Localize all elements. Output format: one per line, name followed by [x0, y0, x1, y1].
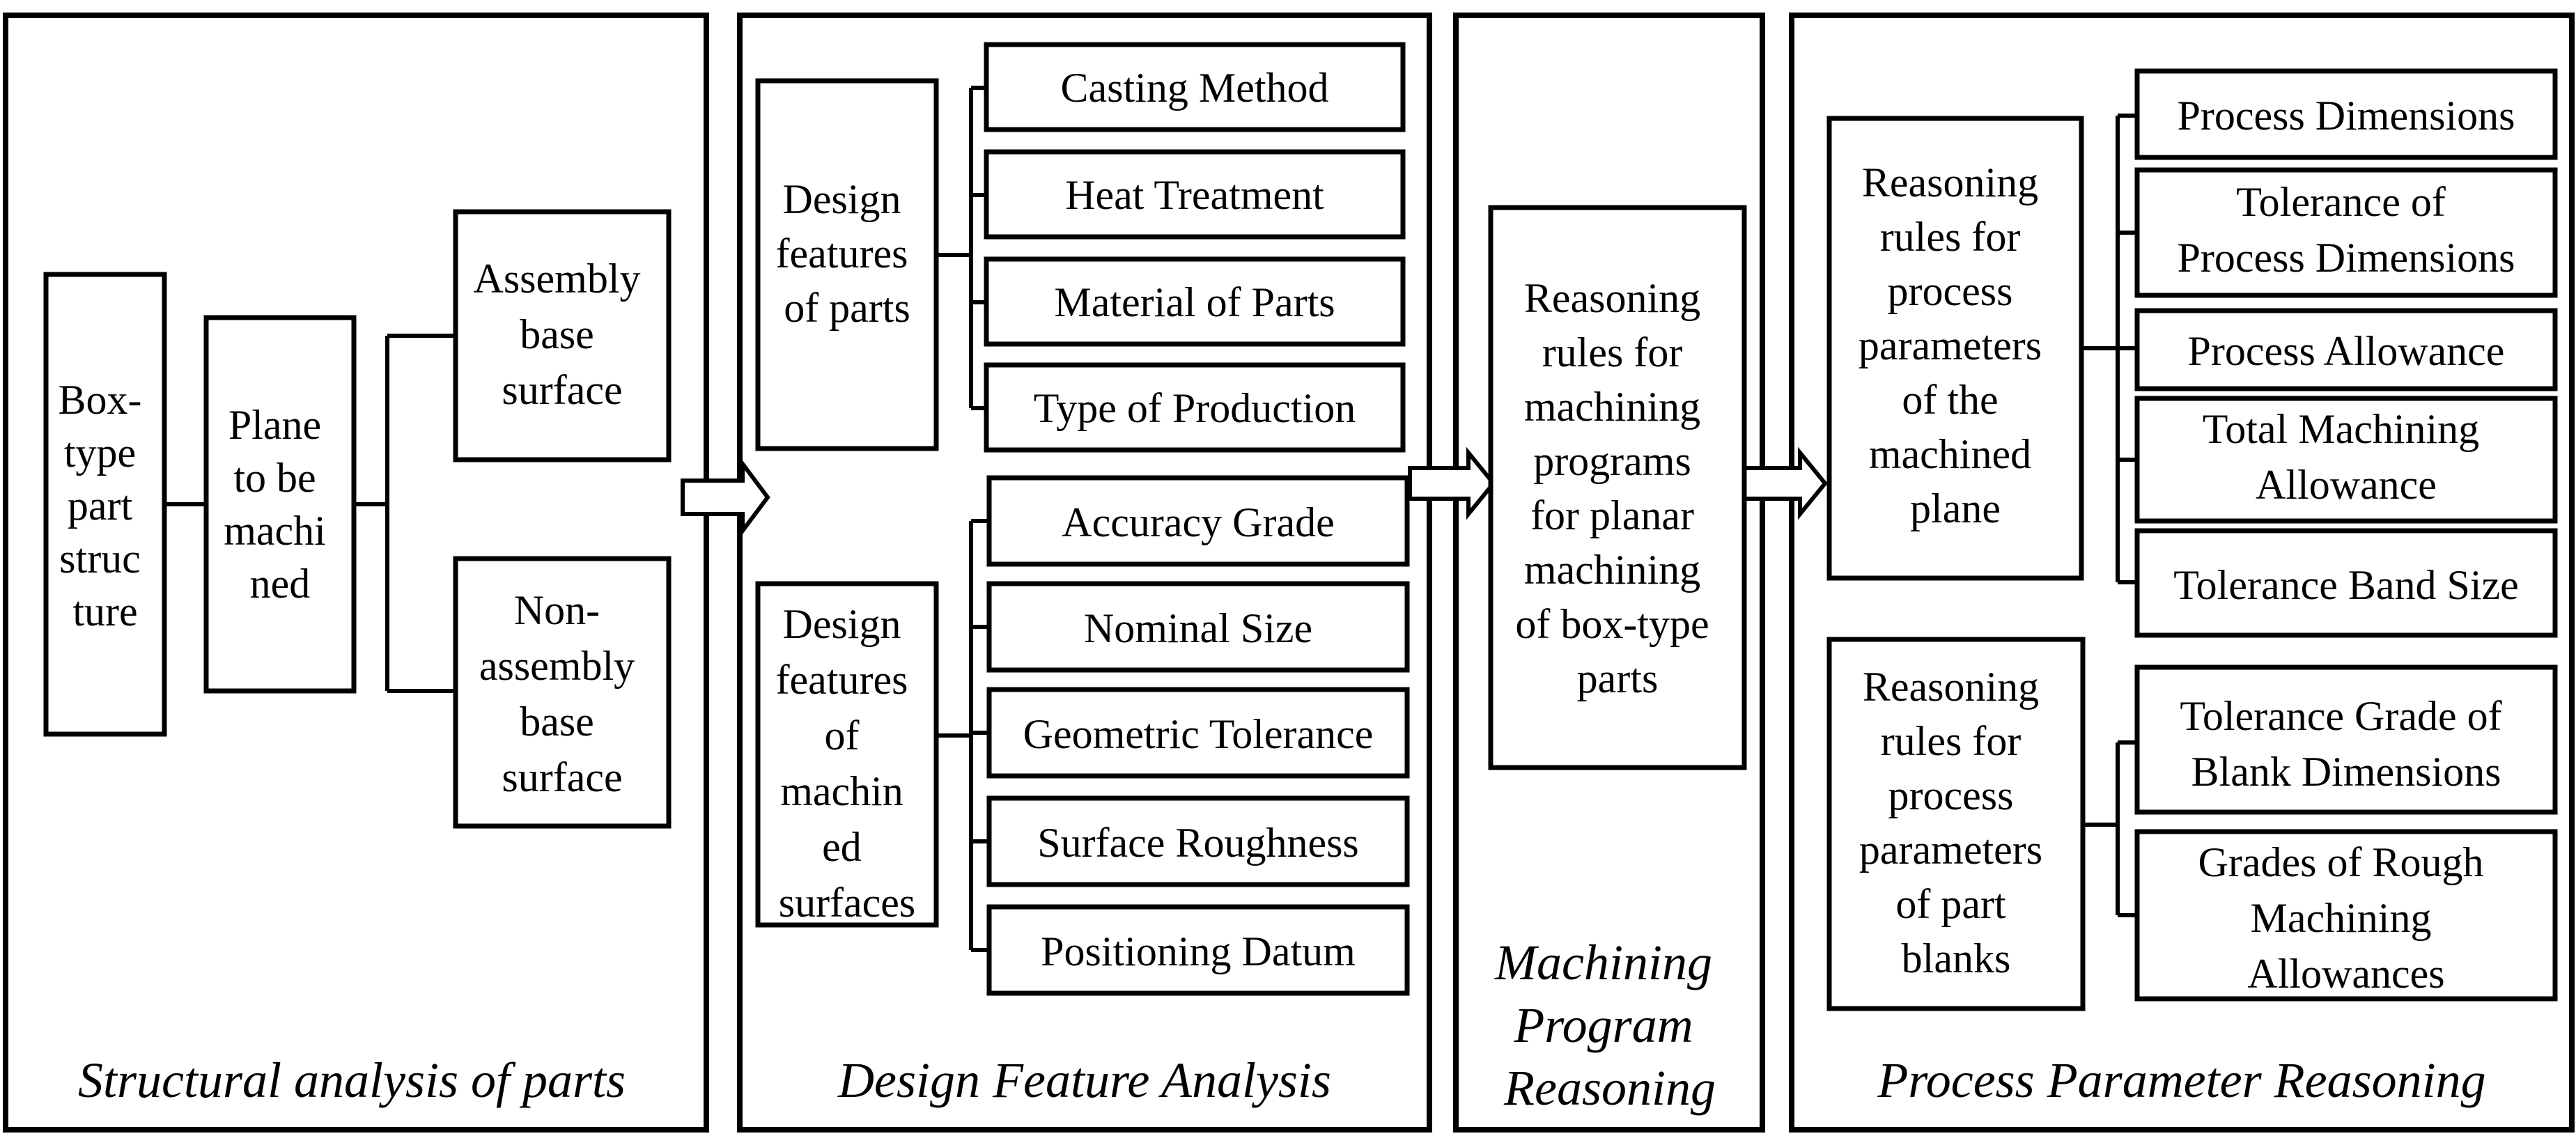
- non-assembly-base-surface-label: Non- assembly base surface: [479, 587, 645, 800]
- casting-method-label: Casting Method: [1061, 65, 1329, 111]
- total-machining-allowance-label: Total Machining Allowance: [2203, 406, 2490, 508]
- positioning-datum-box: [986, 904, 1410, 996]
- tolerance-band-size-label: Tolerance Band Size: [2173, 562, 2519, 608]
- surface-features-connector: [936, 519, 989, 952]
- total-machining-allowance-box: [2134, 396, 2558, 524]
- structure-connector: [164, 334, 456, 693]
- process-allowance-box: [2134, 308, 2558, 391]
- material-of-parts-label: Material of Parts: [1054, 279, 1335, 325]
- process-allowance-label: Process Allowance: [2188, 328, 2505, 374]
- design-features-of-machined-surfaces-label: Design features of machin ed surfaces: [776, 601, 919, 926]
- design-features-of-parts-box: [755, 78, 939, 451]
- machining-program-reasoning-caption: Machining Program Reasoning: [1494, 935, 1725, 1116]
- tolerance-grade-blank-dimensions-label: Tolerance Grade of Blank Dimensions: [2180, 693, 2512, 795]
- positioning-datum-label: Positioning Datum: [1041, 928, 1356, 974]
- nominal-size-box: [986, 581, 1410, 673]
- heat-treatment-label: Heat Treatment: [1065, 172, 1324, 218]
- plane-to-be-machined-label: Plane to be machi ned: [224, 402, 336, 607]
- tolerance-grade-blank-dimensions-box: [2134, 664, 2558, 815]
- plane-process-rules-label: Reasoning rules for process parameters o…: [1859, 159, 2052, 531]
- heat-treatment-box: [984, 149, 1406, 240]
- plane-parameters-connector: [2081, 114, 2137, 584]
- tolerance-band-size-box: [2134, 528, 2558, 638]
- casting-method-box: [984, 42, 1406, 132]
- design-features-of-parts-label: Design features of parts: [776, 176, 919, 331]
- parts-features-connector: [936, 86, 986, 410]
- non-assembly-base-surface-box: [453, 556, 672, 829]
- nominal-size-label: Nominal Size: [1084, 605, 1312, 651]
- tolerance-of-process-dimensions-label: Tolerance of Process Dimensions: [2178, 179, 2515, 281]
- surface-roughness-label: Surface Roughness: [1037, 820, 1359, 866]
- process-dimensions-box: [2134, 68, 2558, 160]
- accuracy-grade-box: [986, 475, 1410, 567]
- geometric-tolerance-box: [986, 687, 1410, 779]
- structural-analysis-caption: Structural analysis of parts: [78, 1052, 626, 1108]
- geometric-tolerance-label: Geometric Tolerance: [1023, 711, 1374, 757]
- arrow-to-machining-program: [1408, 446, 1496, 520]
- assembly-base-surface-label: Assembly base surface: [474, 256, 651, 413]
- blank-parameters-connector: [2083, 740, 2137, 917]
- arrow-to-process-parameters: [1739, 446, 1828, 520]
- box-type-part-structure-box: [43, 272, 167, 737]
- process-parameter-reasoning-caption: Process Parameter Reasoning: [1877, 1052, 2485, 1108]
- type-of-production-label: Type of Production: [1034, 385, 1356, 431]
- plane-to-be-machined-box: [203, 315, 357, 694]
- surface-roughness-box: [986, 795, 1410, 887]
- blank-process-rules-box: [1826, 637, 2086, 1011]
- type-of-production-box: [984, 362, 1406, 453]
- machining-program-rules-label: Reasoning rules for machining programs f…: [1515, 275, 1719, 701]
- tolerance-of-process-dimensions-box: [2134, 167, 2558, 298]
- design-feature-analysis-caption: Design Feature Analysis: [837, 1052, 1331, 1108]
- blank-process-rules-label: Reasoning rules for process parameters o…: [1859, 664, 2053, 981]
- grades-rough-machining-allowances-box: [2134, 829, 2558, 1002]
- process-dimensions-label: Process Dimensions: [2178, 93, 2515, 139]
- box-type-part-structure-label: Box- type part struc ture: [59, 377, 153, 635]
- design-features-of-machined-surfaces-box: [755, 581, 939, 928]
- material-of-parts-box: [984, 256, 1406, 347]
- accuracy-grade-label: Accuracy Grade: [1062, 499, 1334, 545]
- grades-rough-machining-allowances-label: Grades of Rough Machining Allowances: [2198, 839, 2494, 997]
- machining-program-rules-box: [1488, 205, 1747, 770]
- arrow-to-design-features: [681, 458, 770, 537]
